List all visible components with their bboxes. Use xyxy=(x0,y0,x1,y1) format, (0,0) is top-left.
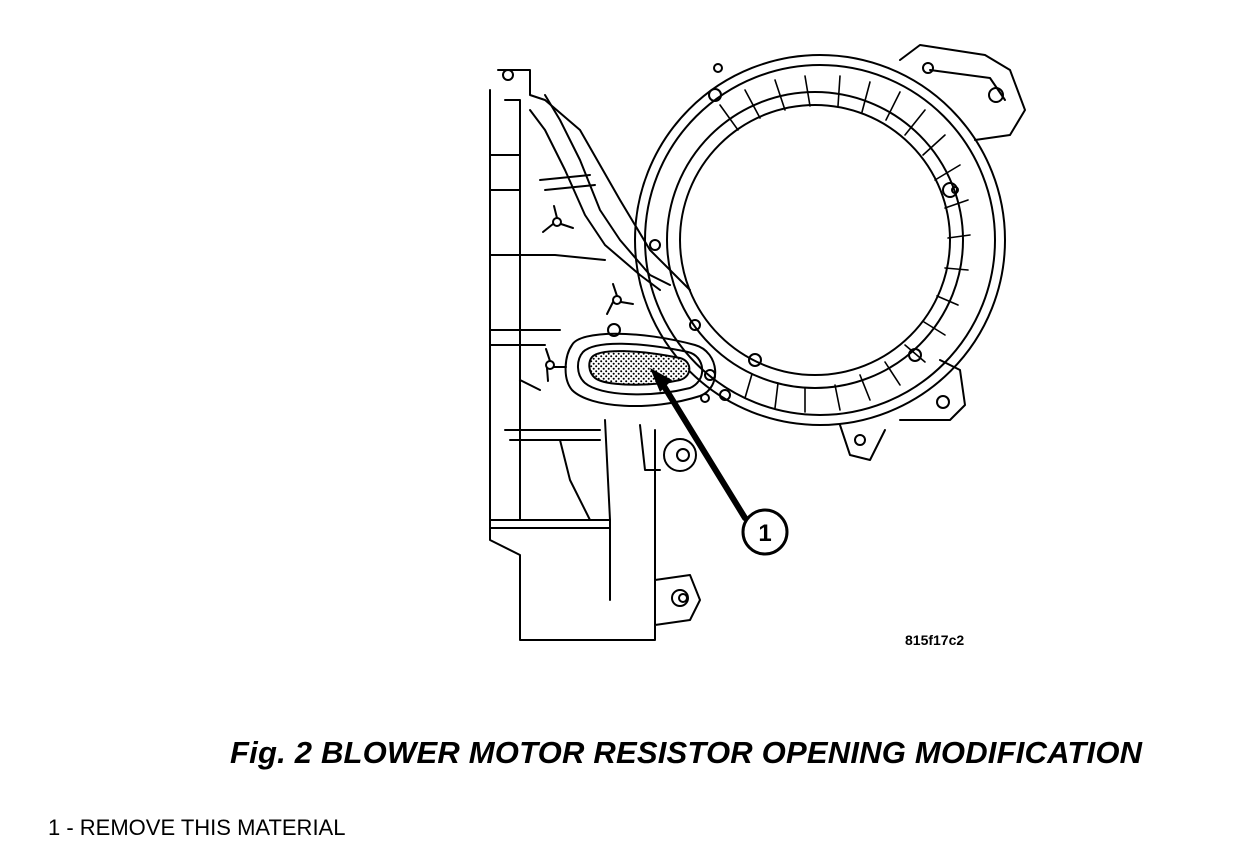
spoke-fasteners xyxy=(542,205,634,382)
callout-arrow xyxy=(659,380,748,521)
figure-caption: Fig. 2 BLOWER MOTOR RESISTOR OPENING MOD… xyxy=(230,735,1143,770)
housing-left-body xyxy=(489,69,701,641)
resistor-opening xyxy=(564,332,717,408)
callout-number: 1 xyxy=(758,520,771,547)
figure-code: 815f17c2 xyxy=(905,632,965,648)
mounting-lugs xyxy=(502,69,716,607)
callout-1: 1 xyxy=(741,508,789,556)
blower-wheel-housing xyxy=(634,44,1026,461)
callout-arrowhead xyxy=(650,368,672,392)
legend-item: 1 - REMOVE THIS MATERIAL xyxy=(48,815,346,840)
blower-housing-illustration: 1 xyxy=(489,44,1026,641)
